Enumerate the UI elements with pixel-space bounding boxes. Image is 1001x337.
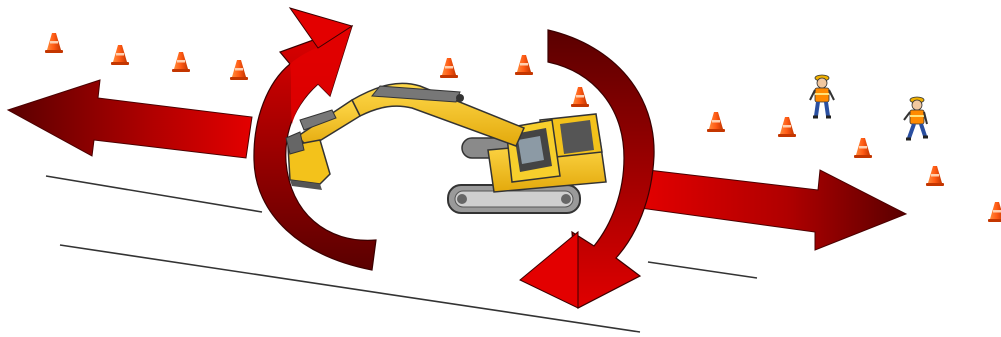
traffic-cone-icon bbox=[854, 138, 872, 158]
construction-worker-icon bbox=[810, 75, 834, 117]
traffic-cone-icon bbox=[111, 45, 129, 65]
traffic-cone-icon bbox=[515, 55, 533, 75]
direction-arrow-icon bbox=[8, 80, 252, 158]
construction-worker-icon bbox=[904, 97, 928, 139]
excavator-icon bbox=[286, 83, 606, 213]
traffic-cone-icon bbox=[440, 58, 458, 78]
traffic-cone-icon bbox=[230, 60, 248, 80]
road-line-upper bbox=[46, 176, 262, 212]
rotation-arrow-icon bbox=[520, 232, 578, 308]
direction-arrow-icon bbox=[640, 170, 906, 250]
traffic-cone-icon bbox=[926, 166, 944, 186]
traffic-cone-icon bbox=[707, 112, 725, 132]
traffic-cone-icon bbox=[988, 202, 1001, 222]
traffic-cone-icon bbox=[172, 52, 190, 72]
traffic-cone-icon bbox=[45, 33, 63, 53]
traffic-cone-icon bbox=[571, 87, 589, 107]
traffic-cone-icon bbox=[778, 117, 796, 137]
road-line-right bbox=[648, 262, 757, 278]
